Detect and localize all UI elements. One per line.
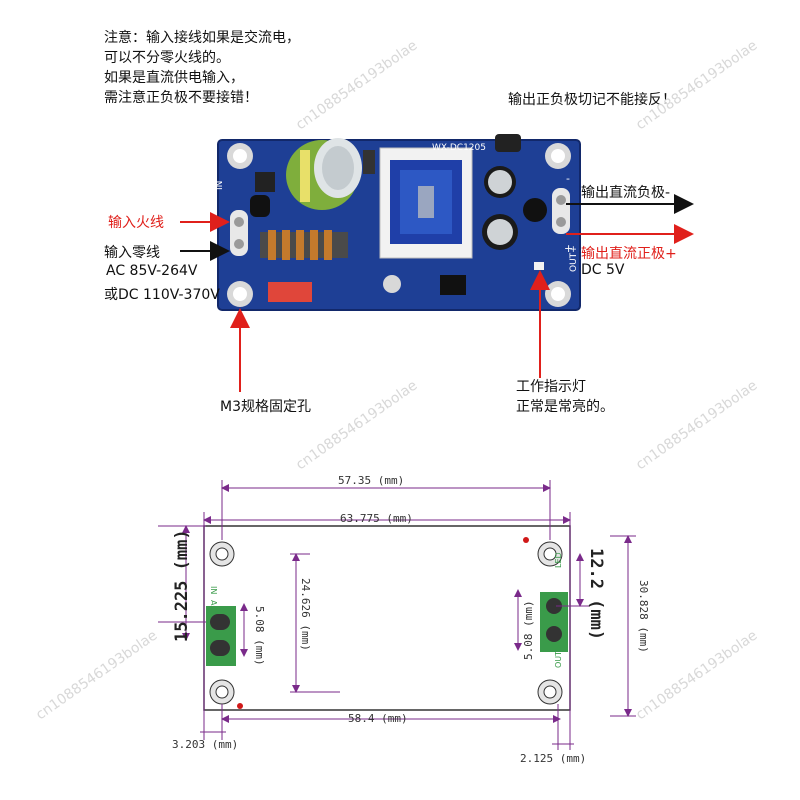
note-line-2: 可以不分零火线的。 xyxy=(104,50,230,66)
output-terminal-pads xyxy=(552,188,570,234)
dim-right-offset: 2.125 (mm) xyxy=(520,752,587,765)
indicator-label-1: 工作指示灯 xyxy=(516,379,586,395)
dim-terminal-span: 58.4 (mm) xyxy=(348,712,408,725)
dim-input-terminal-offset: 15.225 (mm) xyxy=(172,529,192,642)
dim-board-height: 30.828 (mm) xyxy=(637,580,650,653)
ac-range-label: AC 85V-264V xyxy=(106,263,198,279)
outline-ac-tag: AC xyxy=(209,600,218,611)
dim-input-pitch: 5.08 (mm) xyxy=(253,606,266,666)
transformer xyxy=(379,147,473,259)
outline-led-tag: LED xyxy=(554,552,563,568)
board-in-silk: IN xyxy=(215,181,225,190)
outline-output-terminal xyxy=(540,592,568,652)
board-outline xyxy=(203,525,571,711)
mount-hole-label: M3规格固定孔 xyxy=(220,399,311,415)
dim-left-offset: 3.203 (mm) xyxy=(172,738,239,751)
dim-hole-spacing-height: 24.626 (mm) xyxy=(299,578,312,651)
board-model-silk: WX-DC1205 xyxy=(432,143,486,153)
dim-output-pitch: 5.08 (mm) xyxy=(522,600,535,660)
fuse xyxy=(268,282,312,302)
out-pos-label: 输出直流正极+ xyxy=(581,246,677,262)
input-wiring-note: 注意：输入接线如果是交流电， 可以不分零火线的。 如果是直流供电输入， 需注意正… xyxy=(104,28,300,108)
note-line-3: 如果是直流供电输入， xyxy=(104,70,244,86)
outline-out-tag: OUT+ xyxy=(554,644,563,668)
board-minus-silk: - xyxy=(566,172,570,185)
dc-range-label: 或DC 110V-370V xyxy=(104,287,220,303)
out-neg-label: 输出直流负极- xyxy=(581,185,671,201)
outline-input-terminal xyxy=(206,606,236,666)
note-line-4: 需注意正负极不要接错！ xyxy=(104,90,258,106)
pcb-photo: WX-DC1205 IN OUT+ - + xyxy=(180,134,694,392)
indicator-label-2: 正常是常亮的。 xyxy=(516,399,614,415)
dim-hole-spacing-width: 57.35 (mm) xyxy=(338,474,405,487)
output-capacitors xyxy=(482,166,547,250)
mount-hole-icon xyxy=(227,143,571,307)
input-live-label: 输入火线 xyxy=(108,215,164,231)
input-neutral-label: 输入零线 xyxy=(104,245,160,261)
outline-in-tag: IN xyxy=(209,586,218,594)
board-out-silk: OUT+ xyxy=(569,245,579,272)
output-warning-note: 输出正负极切记不能接反！ xyxy=(508,92,676,108)
outline-mount-holes xyxy=(209,541,563,705)
choke xyxy=(260,230,348,260)
dim-board-width: 63.775 (mm) xyxy=(340,512,413,525)
input-terminal-pads xyxy=(230,210,248,256)
input-capacitor xyxy=(286,138,362,210)
board-plus-silk: + xyxy=(564,242,573,255)
dimension-drawing: IN AC LED OUT+ xyxy=(158,480,636,750)
indicator-led-icon xyxy=(534,262,544,270)
dim-output-terminal-offset: 12.2 (mm) xyxy=(586,548,606,641)
dc-out-label: DC 5V xyxy=(581,262,625,278)
note-line-1: 注意：输入接线如果是交流电， xyxy=(104,30,300,46)
